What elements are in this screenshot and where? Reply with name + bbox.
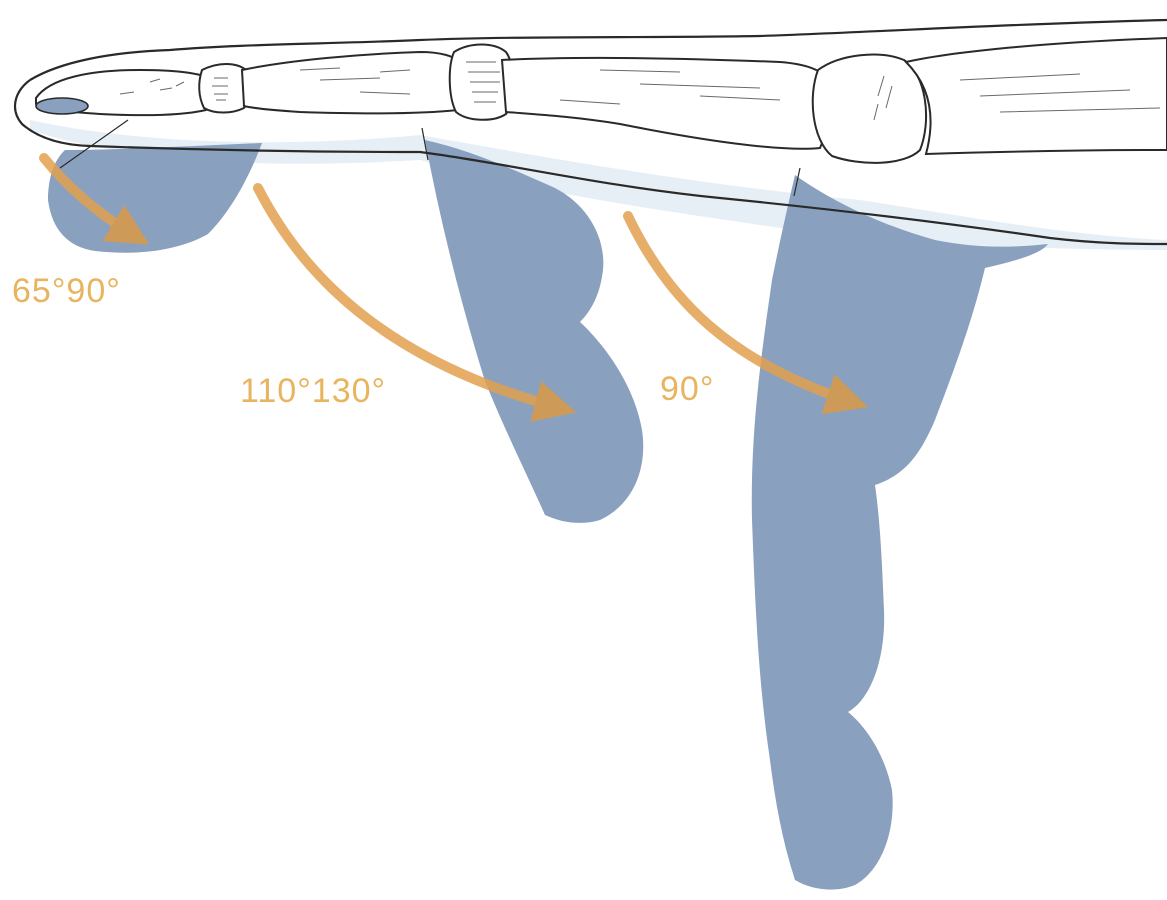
proximal-segment-flexed	[752, 175, 1048, 890]
mcp-flexion-angle-label: 90°	[660, 372, 714, 406]
dip-flexion-angle-label: 65°90°	[12, 274, 121, 308]
middle-phalanx	[242, 52, 461, 113]
metacarpal	[906, 38, 1167, 154]
mcp-joint	[813, 55, 926, 163]
pip-flexion-angle-label: 110°130°	[240, 374, 386, 408]
distal-phalanx	[36, 70, 212, 115]
